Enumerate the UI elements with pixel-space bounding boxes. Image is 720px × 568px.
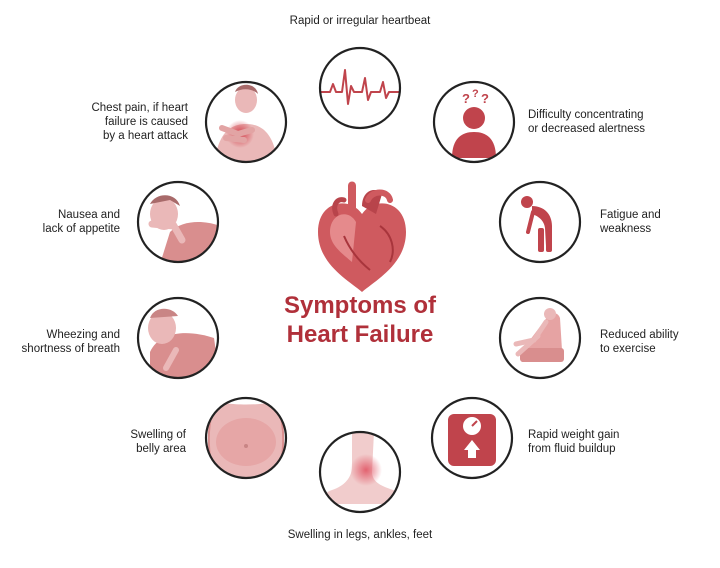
symptom-label-concentration: Difficulty concentrating or decreased al… xyxy=(528,109,645,135)
scale-icon xyxy=(448,414,496,466)
heart-icon xyxy=(318,181,406,292)
symptom-ring xyxy=(430,396,514,480)
symptom-ring xyxy=(318,430,402,514)
symptom-label-wheezing: Wheezing and shortness of breath xyxy=(21,329,120,355)
symptom-label-weight: Rapid weight gain from fluid buildup xyxy=(528,429,620,455)
symptom-label-chest-pain: Chest pain, if heart failure is caused b… xyxy=(91,102,188,142)
nauseous-person-icon xyxy=(148,195,218,262)
title-line-1: Symptoms of xyxy=(283,292,436,319)
symptom-label-legs: Swelling in legs, ankles, feet xyxy=(287,529,433,541)
symptom-ring xyxy=(498,296,582,380)
resting-chair-icon xyxy=(513,308,564,362)
symptom-ring xyxy=(498,180,582,264)
svg-text:?: ? xyxy=(462,91,470,106)
symptom-label-exercise: Reduced ability to exercise xyxy=(600,329,679,355)
chest-pain-icon xyxy=(214,84,278,162)
wheezing-person-icon xyxy=(148,308,218,378)
symptom-label-belly: Swelling of belly area xyxy=(130,429,186,455)
symptom-label-nausea: Nausea and lack of appetite xyxy=(42,209,120,235)
symptom-ring xyxy=(432,80,516,164)
symptom-ring xyxy=(136,296,220,380)
svg-text:?: ? xyxy=(472,88,479,100)
symptom-label-fatigue: Fatigue and weakness xyxy=(600,209,661,235)
symptom-ring xyxy=(136,180,220,264)
symptom-label-heartbeat: Rapid or irregular heartbeat xyxy=(289,15,431,27)
symptom-ring xyxy=(318,46,402,130)
tired-person-icon xyxy=(521,196,552,252)
symptom-ring xyxy=(204,80,288,164)
title-line-2: Heart Failure xyxy=(286,321,434,348)
ecg-icon xyxy=(320,69,400,105)
symptom-ring xyxy=(204,396,288,480)
confused-person-icon: ? ? ? xyxy=(452,88,496,158)
svg-text:?: ? xyxy=(481,91,489,106)
swollen-foot-icon xyxy=(323,432,400,504)
